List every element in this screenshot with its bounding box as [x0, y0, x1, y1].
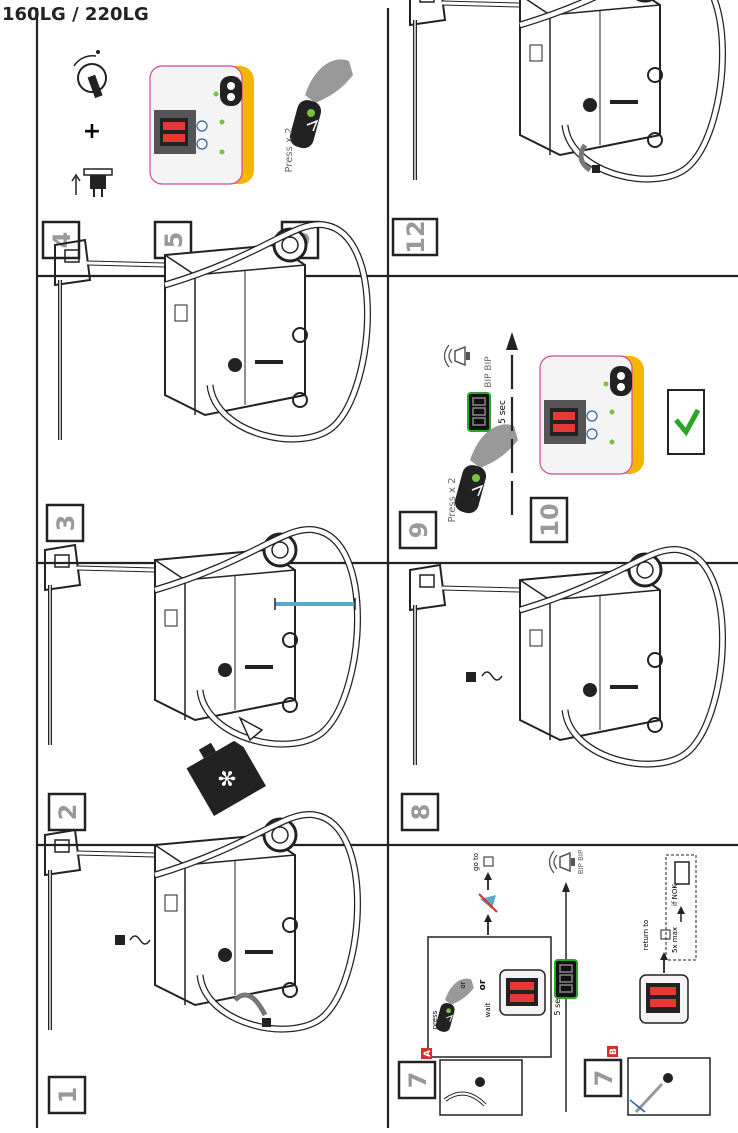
- wait-label: wait: [484, 1002, 492, 1017]
- gas-connector-icon: [466, 671, 503, 682]
- step-number-7b: 7: [590, 1070, 618, 1087]
- switch-icon-7b: [674, 861, 690, 885]
- return-to-label: return to: [642, 920, 650, 951]
- step-number-4: 4: [48, 232, 76, 249]
- control-panel-step-10: [539, 355, 645, 475]
- plus-symbol: +: [83, 119, 101, 144]
- cell-step-3: 3: [45, 225, 368, 543]
- welding-machine-step-8: [410, 550, 723, 765]
- control-panel-step-5: [149, 65, 255, 185]
- buzzer-icon-7: [548, 850, 576, 874]
- checkmark-icon: [667, 389, 705, 455]
- panel-display-7b: [639, 974, 689, 1024]
- press-x2-label-9: Press x 2: [447, 478, 458, 523]
- coolant-level-gauge: [274, 598, 356, 610]
- machine-detail-7a: [439, 1059, 523, 1116]
- step-number-9: 9: [405, 522, 433, 539]
- cell-step-2: ✻ 2: [45, 530, 358, 832]
- cell-step-1: 1: [45, 815, 358, 1115]
- gun-connect-icon: [115, 935, 271, 1027]
- step-number-8: 8: [407, 804, 435, 821]
- step-number-3: 3: [52, 515, 80, 532]
- go-to-label: go to: [472, 853, 480, 871]
- page-title: 160LG / 220LG: [2, 4, 149, 25]
- plug-icon: [71, 168, 113, 197]
- welding-machine-step-2: [45, 530, 358, 745]
- welding-machine-step-12: [410, 0, 723, 180]
- or-label-2: or: [478, 979, 488, 990]
- bip-bip-label-7: BIP BIP: [577, 850, 585, 874]
- five-sec-label: 5 sec: [498, 400, 508, 424]
- display-icon-9: [467, 392, 491, 432]
- or-label-1: or: [459, 981, 467, 988]
- torch-trigger-hand-icon-9: [451, 423, 519, 517]
- cell-step-7: press or or wait go to 5 sec BIP B: [397, 850, 711, 1116]
- step-number-2: 2: [54, 804, 82, 821]
- five-x-max-label: 5x max: [671, 927, 679, 953]
- welding-machine-step-3: [55, 225, 368, 440]
- torch-trigger-hand-icon: [286, 58, 354, 152]
- step-number-5: 5: [160, 232, 188, 249]
- no-gas-icon: [478, 893, 498, 913]
- retry-box: [665, 854, 697, 961]
- five-sec-label-7: 5 sec: [553, 994, 562, 1015]
- step-number-7a: 7: [404, 1072, 432, 1089]
- grid-frame: [35, 8, 738, 1128]
- step-number-1: 1: [54, 1087, 82, 1104]
- panel-display-7a: [499, 969, 546, 1016]
- cell-step-8: 8: [400, 550, 723, 832]
- step-number-12: 12: [402, 220, 430, 253]
- gun-disconnect-icon: [578, 143, 600, 173]
- if-nok-label: if NOK: [671, 884, 679, 906]
- funnel-icon: [238, 716, 264, 742]
- buzzer-icon-9: [443, 344, 471, 368]
- cell-steps-9-10: Press x 2 5 sec BIP BIP 9 10: [398, 332, 705, 550]
- power-switch-icon: [73, 50, 107, 99]
- press-label: press: [431, 1010, 439, 1029]
- step-number-10: 10: [536, 503, 564, 536]
- badge-a: A: [423, 1050, 433, 1057]
- welding-machine-step-1: [45, 815, 358, 1030]
- badge-b: B: [609, 1048, 619, 1055]
- cell-step-12: 12: [391, 0, 723, 257]
- bip-bip-label-9: BIP BIP: [484, 356, 494, 388]
- coolant-can-icon: ✻: [186, 740, 266, 816]
- press-x2-label: Press x 2: [284, 128, 295, 173]
- display-icon-7: [554, 959, 578, 999]
